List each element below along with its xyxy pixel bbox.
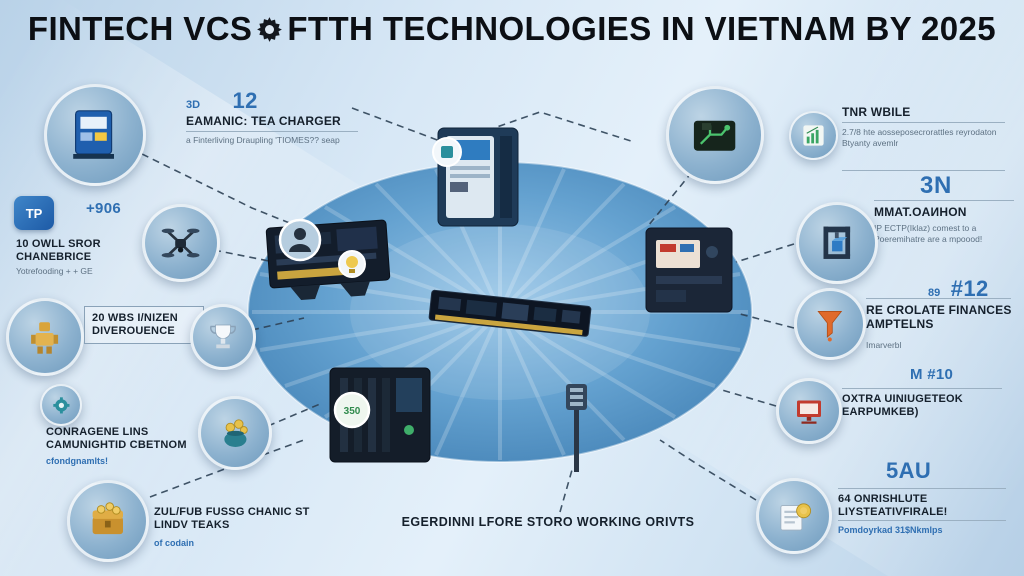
logo-mini-node (432, 137, 462, 167)
printer-node (796, 202, 878, 284)
money-pot-icon (223, 418, 248, 447)
page-title: FINTECH VCS FTTH TECHNOLOGIES IN VIETNAM… (0, 10, 1024, 48)
item-label-ea-charger: EAMANIC: TEA CHARGER (186, 114, 341, 128)
divider (838, 520, 1006, 521)
item-sub-chanebrice: Yotrefooding + + GE (16, 266, 93, 276)
atm-machine-icon (73, 110, 115, 159)
circuit-board-icon (694, 121, 736, 152)
app-badge: TP (14, 196, 54, 230)
divider (838, 488, 1006, 489)
gold-chest-node (67, 480, 149, 562)
item-label-finances: RE CROLATE FINANCES AMPTELNS (866, 303, 1012, 332)
gold-chest-icon (92, 502, 124, 535)
funnel-icon (817, 311, 843, 342)
printer-icon (823, 226, 851, 260)
hub-rays (252, 164, 748, 460)
item-label-conragene: CONRAGENE LINS CAMUNIGHTID CBETNOM (46, 426, 187, 451)
title-part2: FTTH TECHNOLOGIES IN VIETNAM BY 2025 (287, 10, 997, 47)
item-label-zulfub: ZUL/FUB FUSSG CHANIC ST LINDV TEAKS (154, 506, 310, 531)
bar-chart-icon (803, 125, 824, 146)
item-sub-zulfub: of codain (154, 538, 194, 548)
ledger-icon (780, 503, 812, 531)
chart-node (789, 111, 838, 160)
gear-icon (257, 16, 283, 42)
item-sub-conragene: cfondgnamlts! (46, 456, 108, 466)
stat-large-12: #12 (950, 276, 989, 301)
stat-small-1: 3D (186, 99, 201, 111)
bulb-icon (338, 250, 366, 278)
stat-row-1: 3D 12 (186, 88, 258, 114)
title-part1: FINTECH VCS (27, 10, 253, 47)
divider (842, 388, 1002, 389)
drone-icon (162, 229, 200, 258)
item-sub-mmat: IP ECTP(Iklaz) comest to a Poeremihatre … (874, 223, 983, 245)
robot-node (6, 298, 84, 376)
ledger-node (756, 478, 832, 554)
money-pot-node (198, 396, 272, 470)
item-label-oxtra: OXTRA UINIUGETEOK EARPUMKEB) (842, 393, 963, 418)
stat-m10: M #10 (910, 366, 954, 383)
chat-gear-icon (52, 396, 70, 414)
trophy-node (190, 304, 256, 370)
monitor-node (776, 378, 842, 444)
divider (842, 122, 1005, 123)
divider (866, 298, 1011, 299)
funnel-node (794, 288, 866, 360)
stat-5au: 5AU (886, 458, 932, 483)
pcb-stick-device (428, 289, 592, 337)
stat-906: +906 (86, 200, 121, 217)
item-label-tnr-wbile: TNR WBILE (842, 105, 911, 119)
stat-small-12: 89 (928, 287, 941, 299)
item-sub-tnr-wbile: 2.7/8 hte aosseposecrorattles reyrodaton… (842, 127, 997, 149)
stat-large-1: 12 (232, 88, 258, 113)
trophy-icon (210, 324, 236, 349)
drone-node (142, 204, 220, 282)
lamp-pole (566, 384, 587, 472)
atm-node (44, 84, 146, 186)
divider (842, 170, 1005, 171)
item-label-mmat: MMAT.OAИHON (874, 205, 967, 219)
eco-badge: 350 (333, 391, 371, 429)
item-sub-onrishlute: Pomdoyrkad 31$Nkmlps (838, 525, 943, 535)
item-label-onrishlute: 64 ONRISHLUTE LIYSTEATIVFIRALE! (838, 493, 948, 518)
divider (186, 131, 358, 132)
stat-3n: 3N (920, 172, 952, 199)
monitor-icon (797, 400, 821, 424)
stat-row-12: 89 #12 (928, 276, 989, 302)
eco-badge-value: 350 (344, 406, 361, 417)
bottom-caption: EGERDINNI LFORE STORO WORKING ORIVTS (401, 515, 695, 529)
divider (874, 200, 1014, 201)
chat-gear-node (40, 384, 82, 426)
item-sub-ea-charger: a Finterliving Draupling 'TIOMES?? seap (186, 135, 340, 145)
item-label-diverouence: 20 WBS I/NIZEN DIVEROUENCE (84, 306, 204, 344)
item-sub-finances: Imarverbl (866, 340, 902, 350)
industrial-machine-device (645, 227, 733, 313)
circuit-node (666, 86, 764, 184)
connector-lines (141, 107, 795, 513)
item-label-chanebrice: 10 OWLL SROR CHANEBRICE (16, 238, 101, 263)
person-icon (278, 218, 322, 262)
robot-icon (31, 322, 59, 355)
